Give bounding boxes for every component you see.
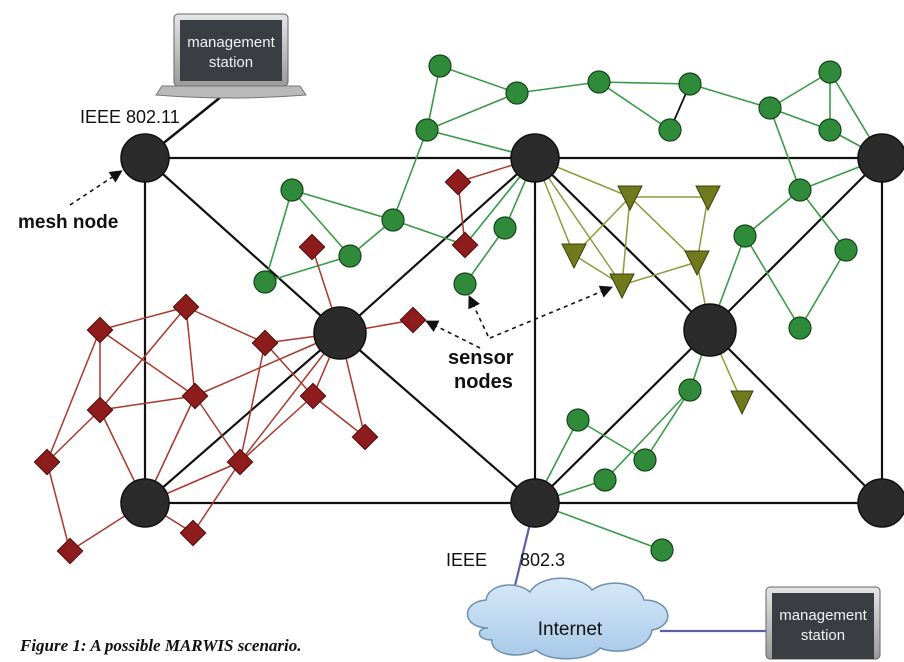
mesh-nodes — [120, 133, 904, 528]
green-sensor-nodes — [253, 54, 858, 562]
red-sensor-node — [451, 231, 479, 259]
mesh-node — [857, 478, 904, 528]
green-sensor-node — [834, 238, 858, 262]
olive-sensor-node — [609, 273, 635, 300]
management-station-top-line2: station — [209, 54, 253, 71]
green-sensor-node — [593, 468, 617, 492]
olive-sensor-nodes — [561, 185, 754, 416]
red-sensor-node — [299, 382, 327, 410]
laptop-screen — [772, 593, 874, 659]
green-sensor-node — [733, 224, 757, 248]
red-sensor-node — [181, 382, 209, 410]
sensor-arrow-diamond — [425, 320, 481, 349]
red-sensor-node — [298, 233, 326, 261]
figure-caption: Figure 1: A possible MARWIS scenario. — [19, 636, 302, 655]
mesh-node — [510, 133, 560, 183]
green-sensor-node — [788, 316, 812, 340]
green-sensor-node — [338, 244, 362, 268]
mesh-node-arrow — [69, 170, 123, 206]
ieee-8023-label: 802.3 — [520, 550, 565, 570]
mesh-node — [120, 133, 170, 183]
cloud-shape — [466, 577, 669, 660]
laptop-screen — [180, 20, 282, 81]
red-sensor-node — [351, 423, 379, 451]
red-sensor-node — [33, 448, 61, 476]
mesh-node-label: mesh node — [18, 212, 118, 233]
green-sensor-node — [505, 81, 529, 105]
mesh-node — [313, 306, 367, 360]
red-sensor-node — [86, 396, 114, 424]
annotation-arrows — [69, 170, 613, 349]
green-sensor-node — [280, 178, 304, 202]
mesh-node — [857, 133, 904, 183]
mesh-node — [120, 478, 170, 528]
green-sensor-node — [253, 270, 277, 294]
sensor-arrow-triangle — [489, 285, 613, 339]
red-sensor-nodes — [33, 168, 479, 565]
red-sensor-node — [172, 293, 200, 321]
management-station-top-line1: management — [187, 34, 275, 51]
green-sensor-node — [678, 72, 702, 96]
management-station-bottom-line1: management — [779, 607, 867, 624]
mesh-node — [510, 478, 560, 528]
green-sensor-node — [415, 118, 439, 142]
olive-sensor-node — [730, 390, 754, 416]
green-sensor-links — [264, 65, 883, 551]
green-sensor-node — [650, 538, 674, 562]
sensor-label: sensor — [448, 347, 514, 369]
green-sensor-node — [493, 216, 517, 240]
sensor-arrow-circle — [468, 295, 489, 337]
laptop-base — [155, 85, 307, 99]
green-sensor-node — [818, 60, 842, 84]
green-sensor-node — [818, 118, 842, 142]
red-sensor-node — [399, 306, 427, 334]
green-sensor-node — [587, 70, 611, 94]
olive-sensor-node — [684, 250, 710, 277]
internet-cloud: Internet — [466, 577, 669, 660]
olive-sensor-node — [695, 185, 721, 212]
green-sensor-node — [381, 208, 405, 232]
management-station-bottom-line2: station — [801, 627, 845, 644]
green-sensor-node — [788, 178, 812, 202]
management-station-top: management station — [155, 13, 307, 99]
mesh-node — [683, 303, 737, 357]
olive-sensor-node — [617, 185, 643, 212]
mesh-backbone-links — [143, 95, 884, 505]
red-sensor-node — [444, 168, 472, 196]
olive-sensor-node — [561, 243, 587, 270]
red-sensor-node — [56, 537, 84, 565]
green-sensor-node — [678, 378, 702, 402]
green-sensor-node — [633, 448, 657, 472]
green-sensor-node — [566, 408, 590, 432]
internet-label: Internet — [538, 619, 603, 640]
ieee-label: IEEE — [446, 550, 487, 570]
green-sensor-node — [758, 96, 782, 120]
red-sensor-node — [179, 519, 207, 547]
red-sensor-node — [251, 329, 279, 357]
green-sensor-node — [658, 118, 682, 142]
red-sensor-node — [86, 316, 114, 344]
green-sensor-node — [453, 272, 477, 296]
nodes-label: nodes — [454, 371, 513, 393]
red-sensor-node — [226, 448, 254, 476]
ieee-80211-label: IEEE 802.11 — [80, 107, 180, 127]
management-station-bottom: management station — [765, 586, 881, 660]
green-sensor-node — [428, 54, 452, 78]
